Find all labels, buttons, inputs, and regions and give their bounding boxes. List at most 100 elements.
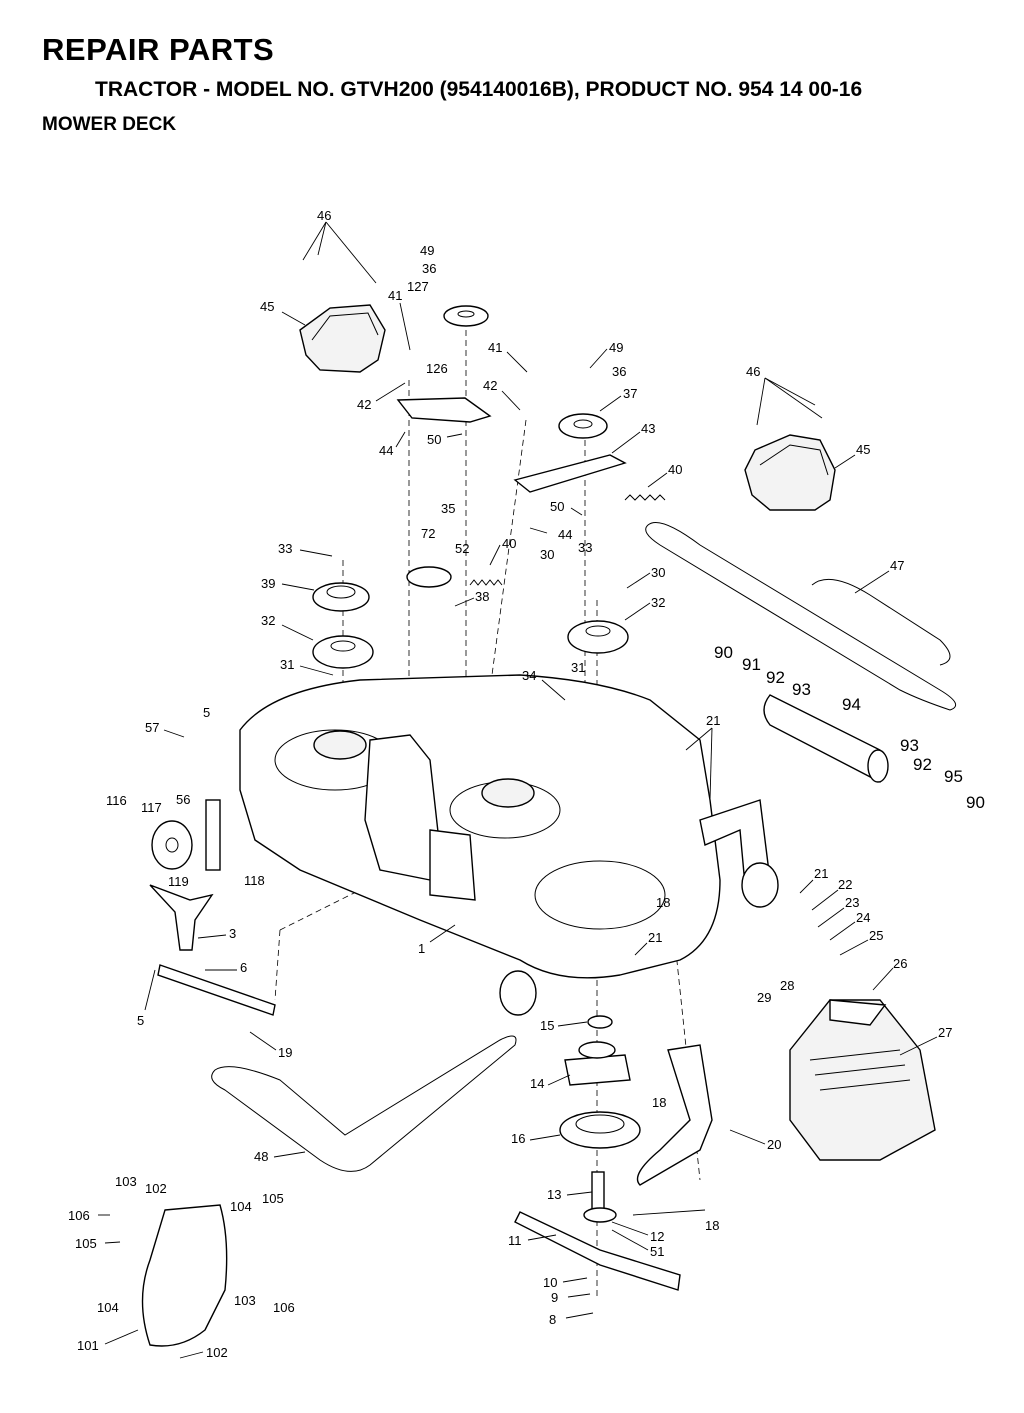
callout-label: 45	[260, 299, 274, 314]
callout-label: 91	[742, 655, 761, 674]
pulley-127	[443, 305, 489, 327]
idler-arm-43	[513, 454, 627, 493]
callout-label: 25	[869, 928, 883, 943]
callout-label: 20	[767, 1137, 781, 1152]
callout-label: 102	[145, 1181, 167, 1196]
callout-label: 51	[650, 1244, 664, 1259]
callout-label: 23	[845, 895, 859, 910]
callout-label: 116	[106, 793, 127, 808]
callout-label: 19	[278, 1045, 292, 1060]
callout-label: 46	[746, 364, 760, 379]
callout-label: 49	[609, 340, 623, 355]
callout-label: 103	[115, 1174, 137, 1189]
callout-label: 49	[420, 243, 434, 258]
callout-label: 12	[650, 1229, 664, 1244]
callout-label: 29	[757, 990, 771, 1005]
callout-label: 31	[280, 657, 294, 672]
callout-label: 101	[77, 1338, 99, 1353]
callout-label: 95	[944, 767, 963, 786]
model-subtitle: TRACTOR - MODEL NO. GTVH200 (954140016B)…	[95, 78, 863, 101]
callout-label: 26	[893, 956, 907, 971]
callout-label: 106	[68, 1208, 90, 1223]
callout-label: 43	[641, 421, 655, 436]
callout-label: 104	[230, 1199, 252, 1214]
callout-label: 44	[379, 443, 393, 458]
pulley-32-right	[567, 620, 629, 654]
callout-label: 42	[357, 397, 371, 412]
callout-label: 36	[422, 261, 436, 276]
callout-label: 32	[651, 595, 665, 610]
callout-label: 56	[176, 792, 190, 807]
callout-label: 30	[651, 565, 665, 580]
belt-cover-left	[299, 304, 386, 373]
callout-label: 21	[814, 866, 828, 881]
callout-label: 40	[668, 462, 682, 477]
callout-label: 32	[261, 613, 275, 628]
callout-label: 21	[648, 930, 662, 945]
belt-cover-right	[744, 434, 836, 511]
spring-40-lower	[469, 579, 503, 586]
callout-label: 126	[426, 361, 448, 376]
callout-label: 103	[234, 1293, 256, 1308]
bracket-56	[205, 799, 221, 871]
callout-label: 34	[522, 668, 536, 683]
callout-label: 11	[508, 1233, 522, 1248]
mulch-plate-101	[141, 1204, 228, 1347]
callout-label: 93	[792, 680, 811, 699]
pulley-52	[406, 566, 452, 588]
callout-label: 24	[856, 910, 870, 925]
callout-label: 21	[706, 713, 720, 728]
callout-label: 92	[766, 668, 785, 687]
callout-label: 28	[780, 978, 794, 993]
page-title: REPAIR PARTS	[42, 32, 275, 67]
callout-label: 8	[549, 1312, 556, 1327]
callout-label: 16	[511, 1131, 525, 1146]
callout-label: 117	[141, 800, 162, 815]
callout-label: 18	[656, 895, 670, 910]
callout-label: 3	[229, 926, 236, 941]
pulley-32-left	[312, 635, 374, 669]
pulley-37	[558, 413, 608, 439]
callout-label: 31	[571, 660, 585, 675]
callout-label: 33	[278, 541, 292, 556]
callout-label: 92	[913, 755, 932, 774]
parts-drawing	[141, 304, 957, 1347]
callout-label: 50	[427, 432, 441, 447]
callout-label: 105	[262, 1191, 284, 1206]
callout-label: 6	[240, 960, 247, 975]
callout-label: 47	[890, 558, 904, 573]
belt-48	[211, 1035, 517, 1172]
callout-label: 50	[550, 499, 564, 514]
callout-label: 48	[254, 1149, 268, 1164]
callout-label: 10	[543, 1275, 557, 1290]
callout-label: 18	[705, 1218, 719, 1233]
callout-label: 93	[900, 736, 919, 755]
callout-label: 30	[540, 547, 554, 562]
bushing-15	[587, 1015, 613, 1029]
callout-label: 15	[540, 1018, 554, 1033]
idler-bracket-126	[396, 397, 492, 423]
belt-47	[645, 522, 957, 711]
callout-label: 94	[842, 695, 861, 714]
callout-label: 42	[483, 378, 497, 393]
callout-label: 106	[273, 1300, 295, 1315]
callout-label: 9	[551, 1290, 558, 1305]
callout-label: 72	[421, 526, 435, 541]
callout-label: 118	[244, 873, 265, 888]
pulley-39	[312, 582, 370, 612]
spindle-housing-14	[564, 1054, 631, 1086]
callout-label: 14	[530, 1076, 544, 1091]
callout-label: 22	[838, 877, 852, 892]
spacer-16	[559, 1111, 641, 1149]
deflector-20	[636, 1044, 713, 1186]
callout-label: 102	[206, 1345, 228, 1360]
callout-label: 90	[966, 793, 985, 812]
callout-label: 57	[145, 720, 159, 735]
callout-label: 41	[488, 340, 502, 355]
callout-label: 52	[455, 541, 469, 556]
callout-label: 36	[612, 364, 626, 379]
blade-11	[514, 1211, 681, 1291]
callout-label: 5	[137, 1013, 144, 1028]
bracket-3	[149, 884, 214, 951]
